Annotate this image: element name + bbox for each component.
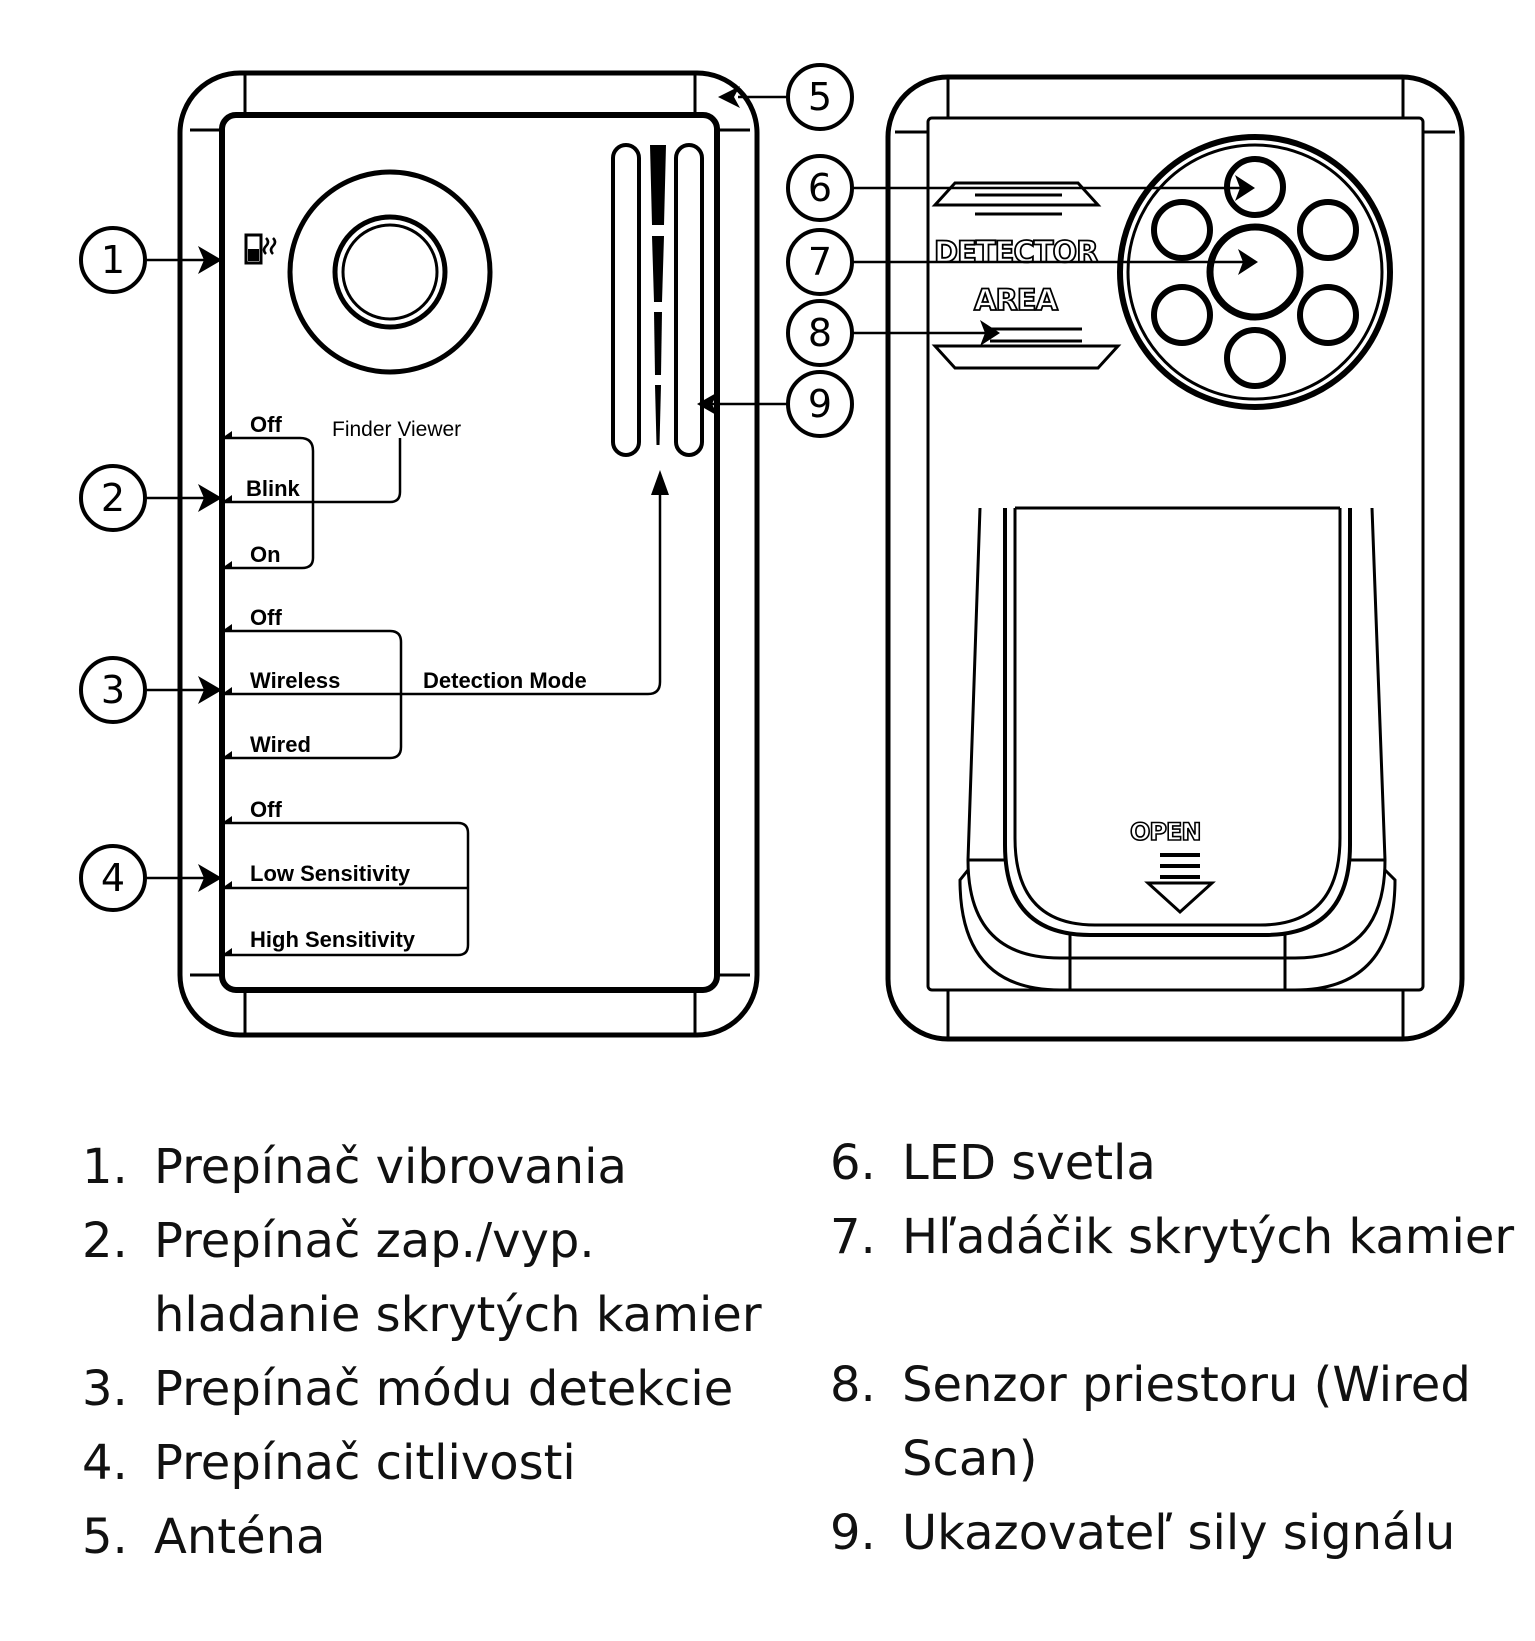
legend-text: Prepínač vibrovania [154, 1139, 627, 1195]
callout-4: 4 [101, 856, 125, 900]
legend-item-9: 9. Ukazovateľ sily signálu [830, 1496, 1455, 1570]
legend-item-7: 7. Hľadáčik skrytých kamier [830, 1200, 1514, 1274]
front-inner-face [219, 112, 720, 993]
led-cluster-outer [1117, 134, 1393, 410]
legend-item-4: 4. Prepínač citlivosti [82, 1426, 576, 1500]
callout-7: 7 [808, 240, 832, 284]
switch3-opt-wireless: Wireless [250, 668, 340, 693]
led-upper-right [1297, 199, 1359, 261]
legend-num: 1. [82, 1139, 128, 1195]
legend-text: Hľadáčik skrytých kamier [902, 1209, 1515, 1265]
device-diagram: Off Blink On Finder Viewer Off Wireless … [79, 63, 1465, 1042]
legend-text: Prepínač módu detekcie [154, 1361, 734, 1417]
legend-text-cont: hladanie skrytých kamier [154, 1287, 762, 1343]
open-label: OPEN [1130, 818, 1200, 846]
callout-3: 3 [101, 668, 125, 712]
legend-text-cont: Scan) [902, 1431, 1038, 1487]
switch4-opt-high: High Sensitivity [250, 927, 416, 952]
lens-inner-ring [332, 214, 448, 330]
switch4-opt-low: Low Sensitivity [250, 861, 411, 886]
legend-text: Senzor priestoru (Wired [902, 1357, 1471, 1413]
switch-detection-mode[interactable]: Off Wireless Wired Detection Mode [222, 470, 669, 760]
legend: 1. Prepínač vibrovania 2. Prepínač zap./vy… [0, 1120, 1535, 1620]
legend-num: 5. [82, 1509, 128, 1565]
detector-label-line2: AREA [974, 283, 1059, 317]
vibrate-icon [244, 233, 277, 265]
switch2-opt-off: Off [250, 412, 282, 437]
open-arrow-icon [1144, 881, 1216, 915]
legend-text: Ukazovateľ sily signálu [902, 1505, 1456, 1561]
legend-num: 8. [830, 1357, 876, 1413]
back-device [885, 74, 1465, 1042]
switch2-opt-on: On [250, 542, 281, 567]
back-outer-shell [885, 74, 1465, 1042]
signal-strength-leds [650, 145, 666, 445]
signal-slot-right [674, 143, 704, 457]
legend-num: 4. [82, 1435, 128, 1491]
callout-arrowheads [198, 86, 1258, 892]
switch3-opt-wired: Wired [250, 732, 311, 757]
legend-item-3: 3. Prepínač módu detekcie [82, 1352, 733, 1426]
legend-item-2: 2. Prepínač zap./vyp. hladanie skrytých ka… [82, 1204, 762, 1352]
led-bottom [1224, 327, 1286, 389]
callout-9: 9 [808, 382, 832, 426]
switch3-caption: Detection Mode [423, 668, 587, 693]
switch3-opt-off: Off [250, 605, 282, 630]
switch-finder[interactable]: Off Blink On Finder Viewer [222, 412, 461, 570]
switch4-opt-off: Off [250, 797, 282, 822]
switch2-opt-blink: Blink [246, 476, 301, 501]
callout-6: 6 [808, 166, 832, 210]
legend-text: Prepínač zap./vyp. [154, 1213, 595, 1269]
legend-num: 2. [82, 1213, 128, 1269]
led-lower-left [1151, 284, 1213, 346]
led-lower-right [1297, 284, 1359, 346]
callout-5: 5 [808, 75, 832, 119]
callout-circles [79, 63, 854, 912]
legend-num: 3. [82, 1361, 128, 1417]
legend-num: 6. [830, 1135, 876, 1191]
led-upper-left [1151, 199, 1213, 261]
camera-finder-hole [1206, 223, 1304, 321]
switch-sensitivity[interactable]: Off Low Sensitivity High Sensitivity [222, 797, 470, 957]
legend-item-5: 5. Anténa [82, 1500, 325, 1574]
legend-text: Anténa [154, 1509, 326, 1565]
callout-1: 1 [101, 238, 125, 282]
front-device [177, 70, 760, 1038]
legend-item-1: 1. Prepínač vibrovania [82, 1130, 627, 1204]
legend-text: LED svetla [902, 1135, 1156, 1191]
battery-cover[interactable] [958, 506, 1397, 992]
legend-text: Prepínač citlivosti [154, 1435, 576, 1491]
lens-outer-ring [287, 169, 493, 375]
legend-item-6: 6. LED svetla [830, 1126, 1156, 1200]
front-outer-shell [177, 70, 760, 1038]
legend-num: 9. [830, 1505, 876, 1561]
callout-2: 2 [101, 476, 125, 520]
signal-slot-left [611, 143, 641, 457]
legend-num: 7. [830, 1209, 876, 1265]
detector-label-line1: DETECTOR [934, 235, 1098, 269]
callout-8: 8 [808, 311, 832, 355]
detector-area-slots [931, 181, 1122, 370]
switch2-caption: Finder Viewer [332, 418, 461, 441]
